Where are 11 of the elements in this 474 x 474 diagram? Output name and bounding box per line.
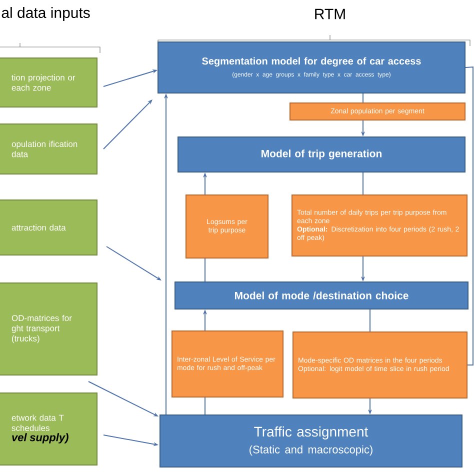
heading: al data inputs (2, 7, 90, 21)
input-box: tion projection or each zone (0, 58, 98, 108)
input-box: etwork data T schedules vel supply) (0, 392, 98, 466)
model-box: Traffic assignment (Static and macroscopic) (160, 414, 462, 468)
input-box: opulation ification data (0, 124, 98, 174)
model-box: Model of mode /destination choice (174, 282, 468, 310)
heading: RTM (315, 8, 345, 20)
arrow (103, 100, 152, 150)
input-box: attraction data (0, 200, 98, 256)
input-box: OD-matrices for ght transport (trucks) (0, 282, 98, 376)
model-box: Model of trip generation (178, 136, 466, 172)
